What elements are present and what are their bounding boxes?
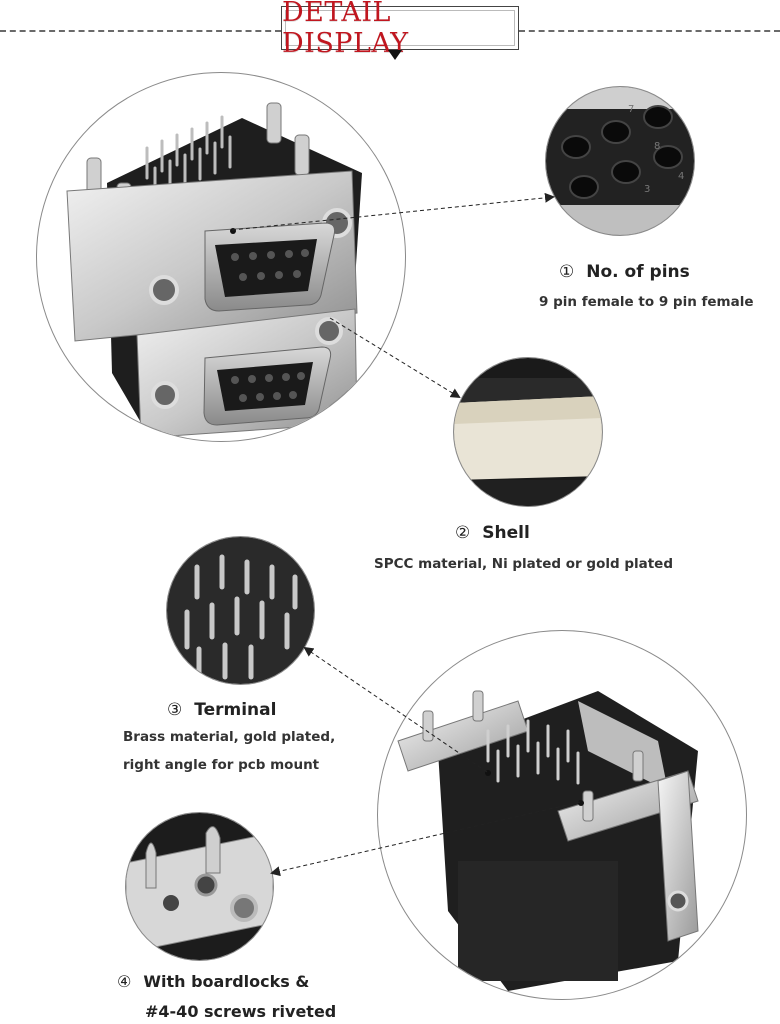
feature-3-desc-line-1: Brass material, gold plated, (123, 729, 336, 745)
svg-text:7: 7 (628, 104, 634, 115)
feature-1-desc: 9 pin female to 9 pin female (539, 294, 754, 310)
title-pointer-icon (388, 50, 402, 60)
header-divider-right (519, 30, 780, 32)
feature-3-number: ③ (167, 700, 183, 720)
pins-closeup-photo: 7 8 3 4 (545, 86, 695, 236)
terminal-closeup-photo (166, 536, 315, 685)
rear-connector-photo (377, 630, 747, 1000)
feature-2-number: ② (455, 523, 471, 543)
feature-3-desc-line-2: right angle for pcb mount (123, 757, 320, 773)
svg-text:4: 4 (678, 171, 684, 182)
shell-closeup-photo (453, 357, 603, 507)
callout-line-shell (329, 317, 461, 399)
main-connector-photo (36, 72, 406, 442)
svg-text:8: 8 (654, 141, 660, 152)
callout-line-terminal (303, 646, 488, 773)
callout-line-boardlock (270, 801, 581, 877)
feature-4-desc: #4-40 screws riveted (145, 1002, 337, 1021)
boardlock-closeup-photo (125, 812, 274, 961)
section-title: DETAIL DISPLAY (282, 0, 409, 59)
feature-2-desc: SPCC material, Ni plated or gold plated (374, 556, 674, 572)
feature-1-number: ① (559, 262, 575, 282)
callout-line-pins (231, 192, 555, 231)
feature-4-number: ④ (117, 972, 132, 991)
section-title-box: DETAIL DISPLAY (281, 0, 519, 59)
header-divider-left (0, 30, 281, 32)
svg-text:3: 3 (644, 184, 650, 195)
